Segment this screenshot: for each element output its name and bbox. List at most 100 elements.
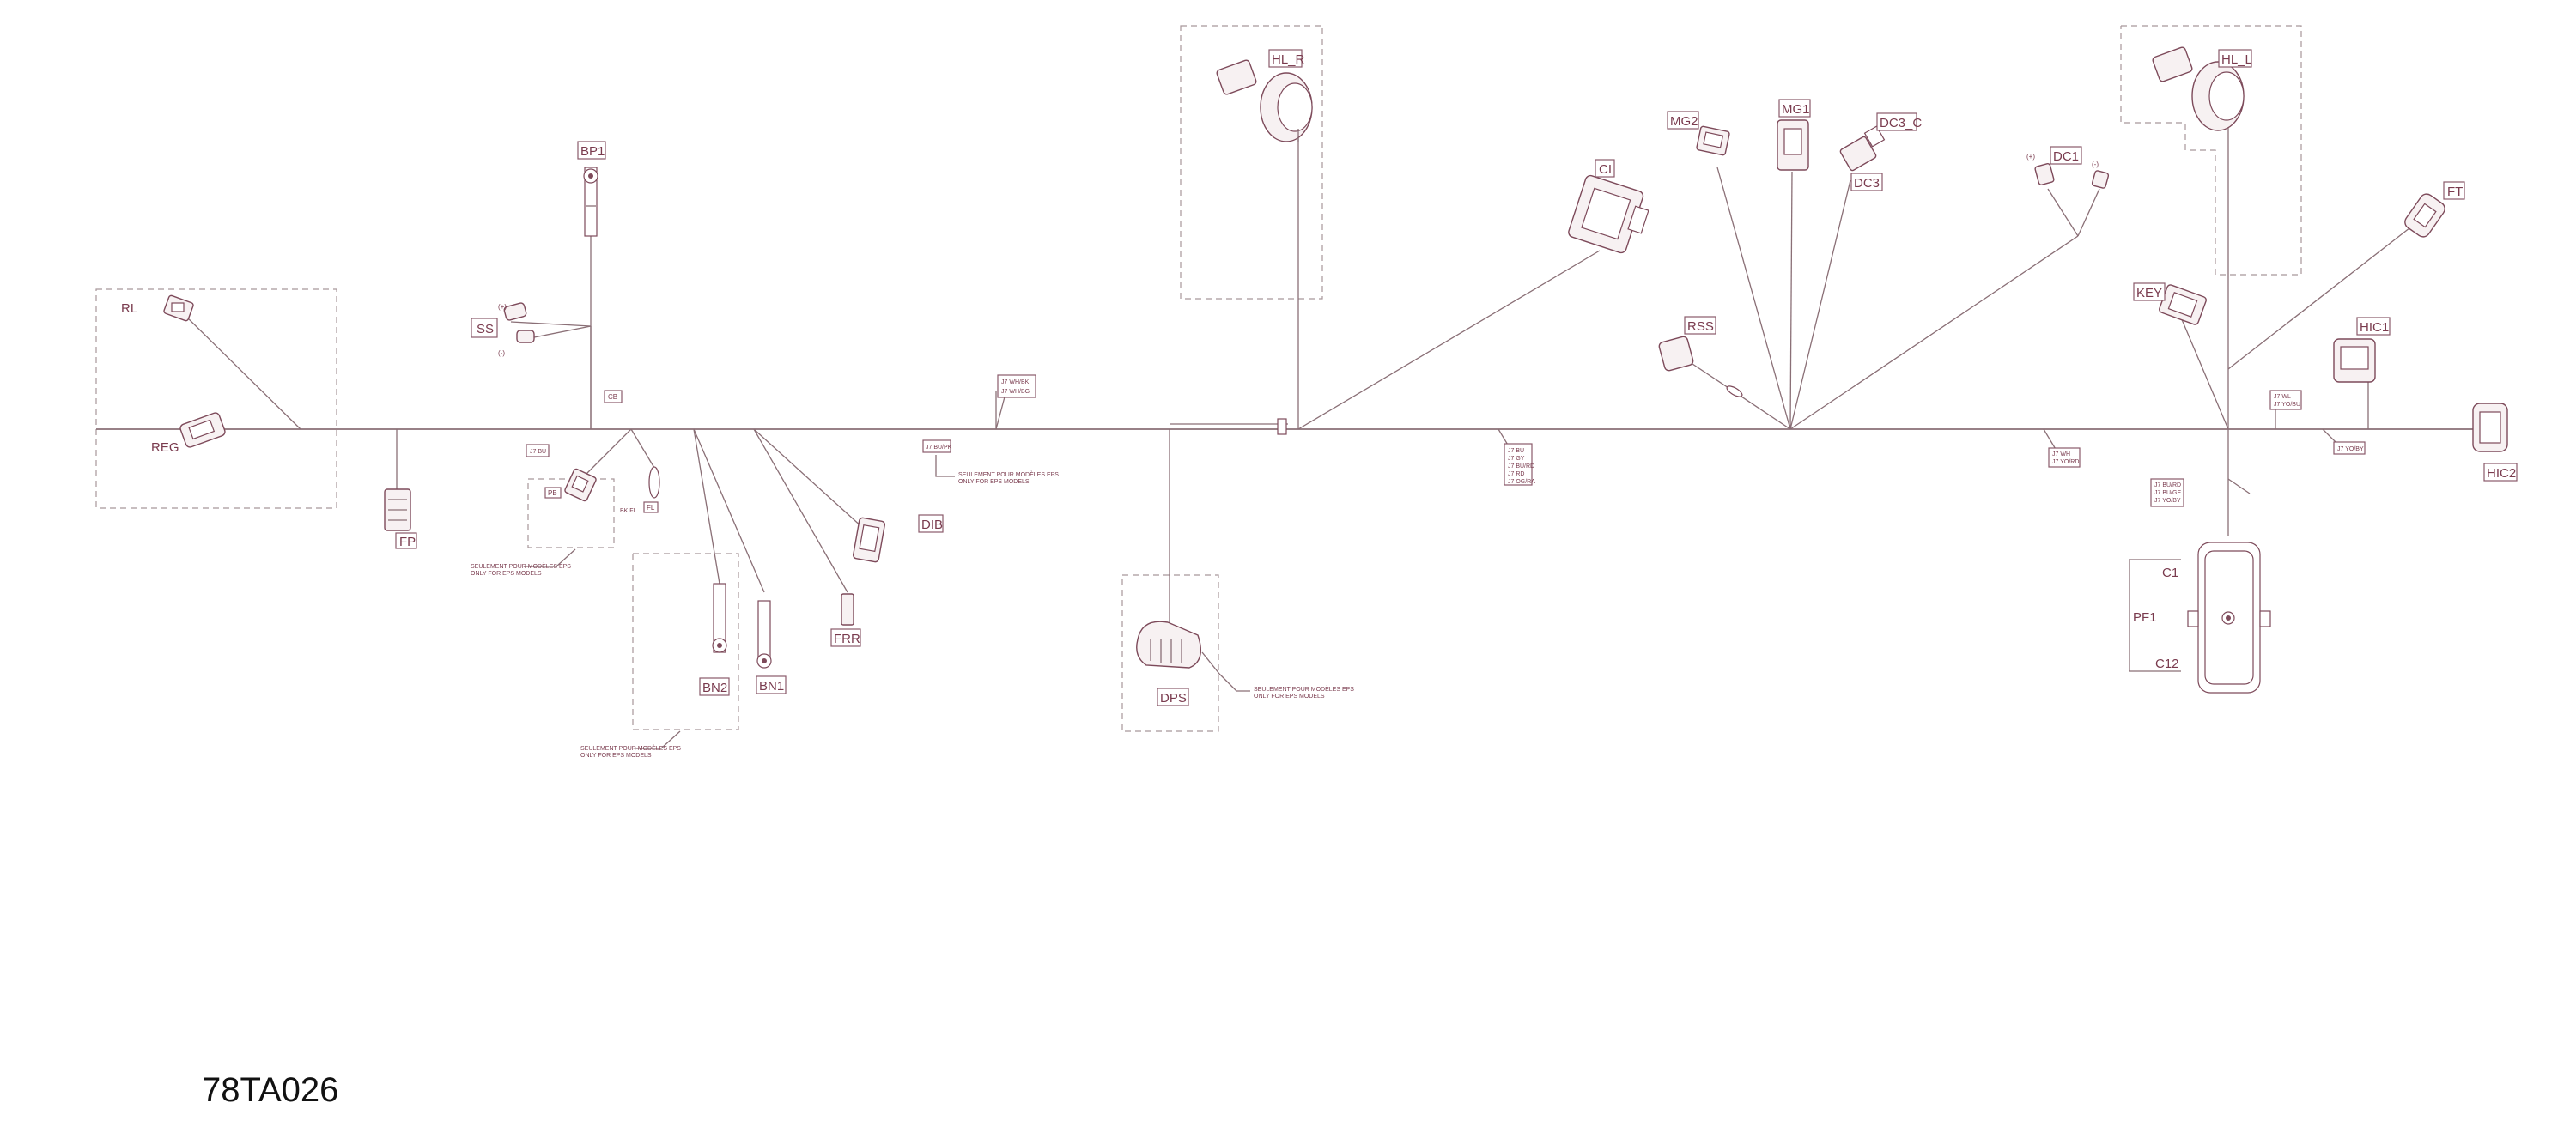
ss-plus: (+) bbox=[498, 303, 507, 311]
svg-text:J7 BU: J7 BU bbox=[530, 449, 546, 455]
svg-text:DC1: DC1 bbox=[2053, 149, 2079, 164]
svg-text:ONLY FOR EPS MODELS: ONLY FOR EPS MODELS bbox=[958, 479, 1030, 485]
svg-text:BN2: BN2 bbox=[702, 681, 727, 695]
label-hic1: HIC1 bbox=[2356, 317, 2391, 336]
eps-note-dps: SEULEMENT POUR MODÈLES EPS ONLY FOR EPS … bbox=[1218, 673, 1354, 700]
label-hic2: HIC2 bbox=[2483, 463, 2518, 482]
ss-switch bbox=[503, 302, 535, 343]
label-cb: CB bbox=[604, 390, 623, 403]
svg-text:FL: FL bbox=[647, 504, 655, 512]
svg-text:SS: SS bbox=[477, 322, 494, 336]
label-key: KEY bbox=[2133, 282, 2166, 301]
label-bk-fl: BK FL bbox=[620, 508, 637, 514]
svg-text:DC3: DC3 bbox=[1854, 176, 1880, 191]
label-mg1: MG1 bbox=[1778, 99, 1811, 118]
label-c12: C12 bbox=[2155, 657, 2179, 671]
label-reg: REG bbox=[151, 440, 179, 455]
svg-text:HL_L: HL_L bbox=[2221, 52, 2252, 67]
svg-text:J7 WH/BG: J7 WH/BG bbox=[1001, 389, 1030, 395]
svg-text:J7 BU/GE: J7 BU/GE bbox=[2154, 490, 2181, 496]
bn1-sensor bbox=[756, 600, 772, 669]
svg-text:MG1: MG1 bbox=[1782, 102, 1810, 117]
dps-option-box bbox=[1121, 574, 1219, 732]
svg-text:KEY: KEY bbox=[2136, 286, 2162, 300]
dc1-plus: (+) bbox=[2026, 153, 2035, 161]
svg-text:HIC1: HIC1 bbox=[2360, 320, 2389, 335]
wire-tag-8: J7 BU/RD J7 BU/GE J7 YO/BY bbox=[2150, 478, 2184, 507]
svg-text:RSS: RSS bbox=[1687, 319, 1714, 334]
label-dc3-c: DC3_C bbox=[1876, 112, 1922, 131]
label-dc3: DC3 bbox=[1850, 173, 1883, 191]
fp-connector bbox=[384, 488, 411, 531]
dib-connector bbox=[852, 517, 886, 563]
svg-text:RL: RL bbox=[121, 301, 137, 316]
hl-r-option-box bbox=[1180, 25, 1323, 300]
svg-text:J7 OG/RA: J7 OG/RA bbox=[1508, 479, 1535, 485]
frr-connector bbox=[841, 593, 854, 626]
key-switch bbox=[2159, 284, 2207, 325]
svg-text:ONLY FOR EPS MODELS: ONLY FOR EPS MODELS bbox=[1254, 694, 1325, 700]
svg-text:J7 RD: J7 RD bbox=[1508, 471, 1524, 477]
branch-wires bbox=[179, 124, 2422, 627]
label-dps: DPS bbox=[1157, 688, 1189, 706]
svg-text:J7 WH/BK: J7 WH/BK bbox=[1001, 379, 1030, 385]
bn2-sensor bbox=[712, 583, 727, 653]
mg1-connector bbox=[1777, 119, 1809, 171]
bn-option-box bbox=[632, 553, 739, 730]
eps-note-pb: SEULEMENT POUR MODÈLES EPS ONLY FOR EPS … bbox=[471, 548, 576, 577]
svg-text:PB: PB bbox=[548, 489, 557, 497]
ft-connector bbox=[2404, 193, 2445, 238]
svg-text:HIC2: HIC2 bbox=[2487, 466, 2516, 481]
svg-text:FRR: FRR bbox=[834, 632, 860, 646]
svg-text:BN1: BN1 bbox=[759, 679, 784, 694]
eps-note-bn: SEULEMENT POUR MODÈLES EPS ONLY FOR EPS … bbox=[580, 730, 681, 759]
label-ss: SS bbox=[471, 318, 498, 338]
pb-connector bbox=[564, 468, 597, 502]
label-rss: RSS bbox=[1684, 316, 1716, 335]
dc1-connector bbox=[2034, 163, 2110, 189]
svg-text:DPS: DPS bbox=[1160, 691, 1187, 706]
svg-text:BP1: BP1 bbox=[580, 144, 605, 159]
rl-reg-option-box bbox=[95, 288, 337, 509]
hic1-connector bbox=[2333, 338, 2376, 383]
svg-text:J7 GY: J7 GY bbox=[1508, 456, 1525, 462]
hic2-connector bbox=[2472, 403, 2508, 452]
hl-r-headlight bbox=[1216, 59, 1313, 142]
svg-text:FT: FT bbox=[2447, 185, 2463, 199]
svg-text:J7 BU/RD: J7 BU/RD bbox=[2154, 482, 2181, 488]
ci-connector bbox=[1568, 174, 1649, 254]
wire-tag-3: J7 BU/PK bbox=[922, 439, 952, 453]
svg-text:REG: REG bbox=[151, 440, 179, 455]
svg-text:J7 BU/PK: J7 BU/PK bbox=[926, 445, 952, 451]
dc1-minus: (-) bbox=[2092, 161, 2099, 168]
fl-fuse bbox=[648, 466, 660, 499]
label-fl: FL bbox=[643, 501, 659, 513]
svg-text:J7 YO/BU: J7 YO/BU bbox=[2274, 402, 2300, 408]
mg2-connector bbox=[1696, 125, 1730, 156]
label-c1: C1 bbox=[2162, 566, 2178, 580]
label-fp: FP bbox=[395, 532, 417, 549]
wire-tag-4: J7 BU J7 GY J7 BU/RD J7 RD J7 OG/RA bbox=[1504, 443, 1535, 486]
svg-text:J7 WH: J7 WH bbox=[2052, 451, 2070, 457]
ss-minus: (-) bbox=[498, 349, 505, 357]
label-dib: DIB bbox=[918, 514, 944, 533]
svg-text:J7 BU: J7 BU bbox=[1508, 448, 1524, 454]
label-dc1: DC1 bbox=[2050, 146, 2082, 165]
wire-tag-1: J7 BU bbox=[526, 444, 550, 457]
reg-connector bbox=[179, 412, 226, 448]
drawing-reference: 78TA026 bbox=[202, 1071, 338, 1109]
label-hl-r: HL_R bbox=[1268, 49, 1305, 68]
svg-text:FP: FP bbox=[399, 535, 416, 549]
svg-text:SEULEMENT POUR MODÈLES EPS: SEULEMENT POUR MODÈLES EPS bbox=[471, 562, 571, 570]
label-pf1: PF1 bbox=[2133, 610, 2157, 625]
svg-text:J7 YO/BY: J7 YO/BY bbox=[2154, 498, 2181, 504]
svg-text:C1: C1 bbox=[2162, 566, 2178, 580]
svg-text:ONLY FOR EPS MODELS: ONLY FOR EPS MODELS bbox=[471, 571, 542, 577]
svg-text:C12: C12 bbox=[2155, 657, 2179, 671]
dps-connector bbox=[1136, 621, 1220, 675]
svg-text:ONLY FOR EPS MODELS: ONLY FOR EPS MODELS bbox=[580, 753, 652, 759]
rl-connector bbox=[163, 294, 194, 322]
svg-text:J7 YO/BY: J7 YO/BY bbox=[2337, 446, 2364, 452]
eps-note-trunk: SEULEMENT POUR MODÈLES EPS ONLY FOR EPS … bbox=[935, 455, 1059, 485]
